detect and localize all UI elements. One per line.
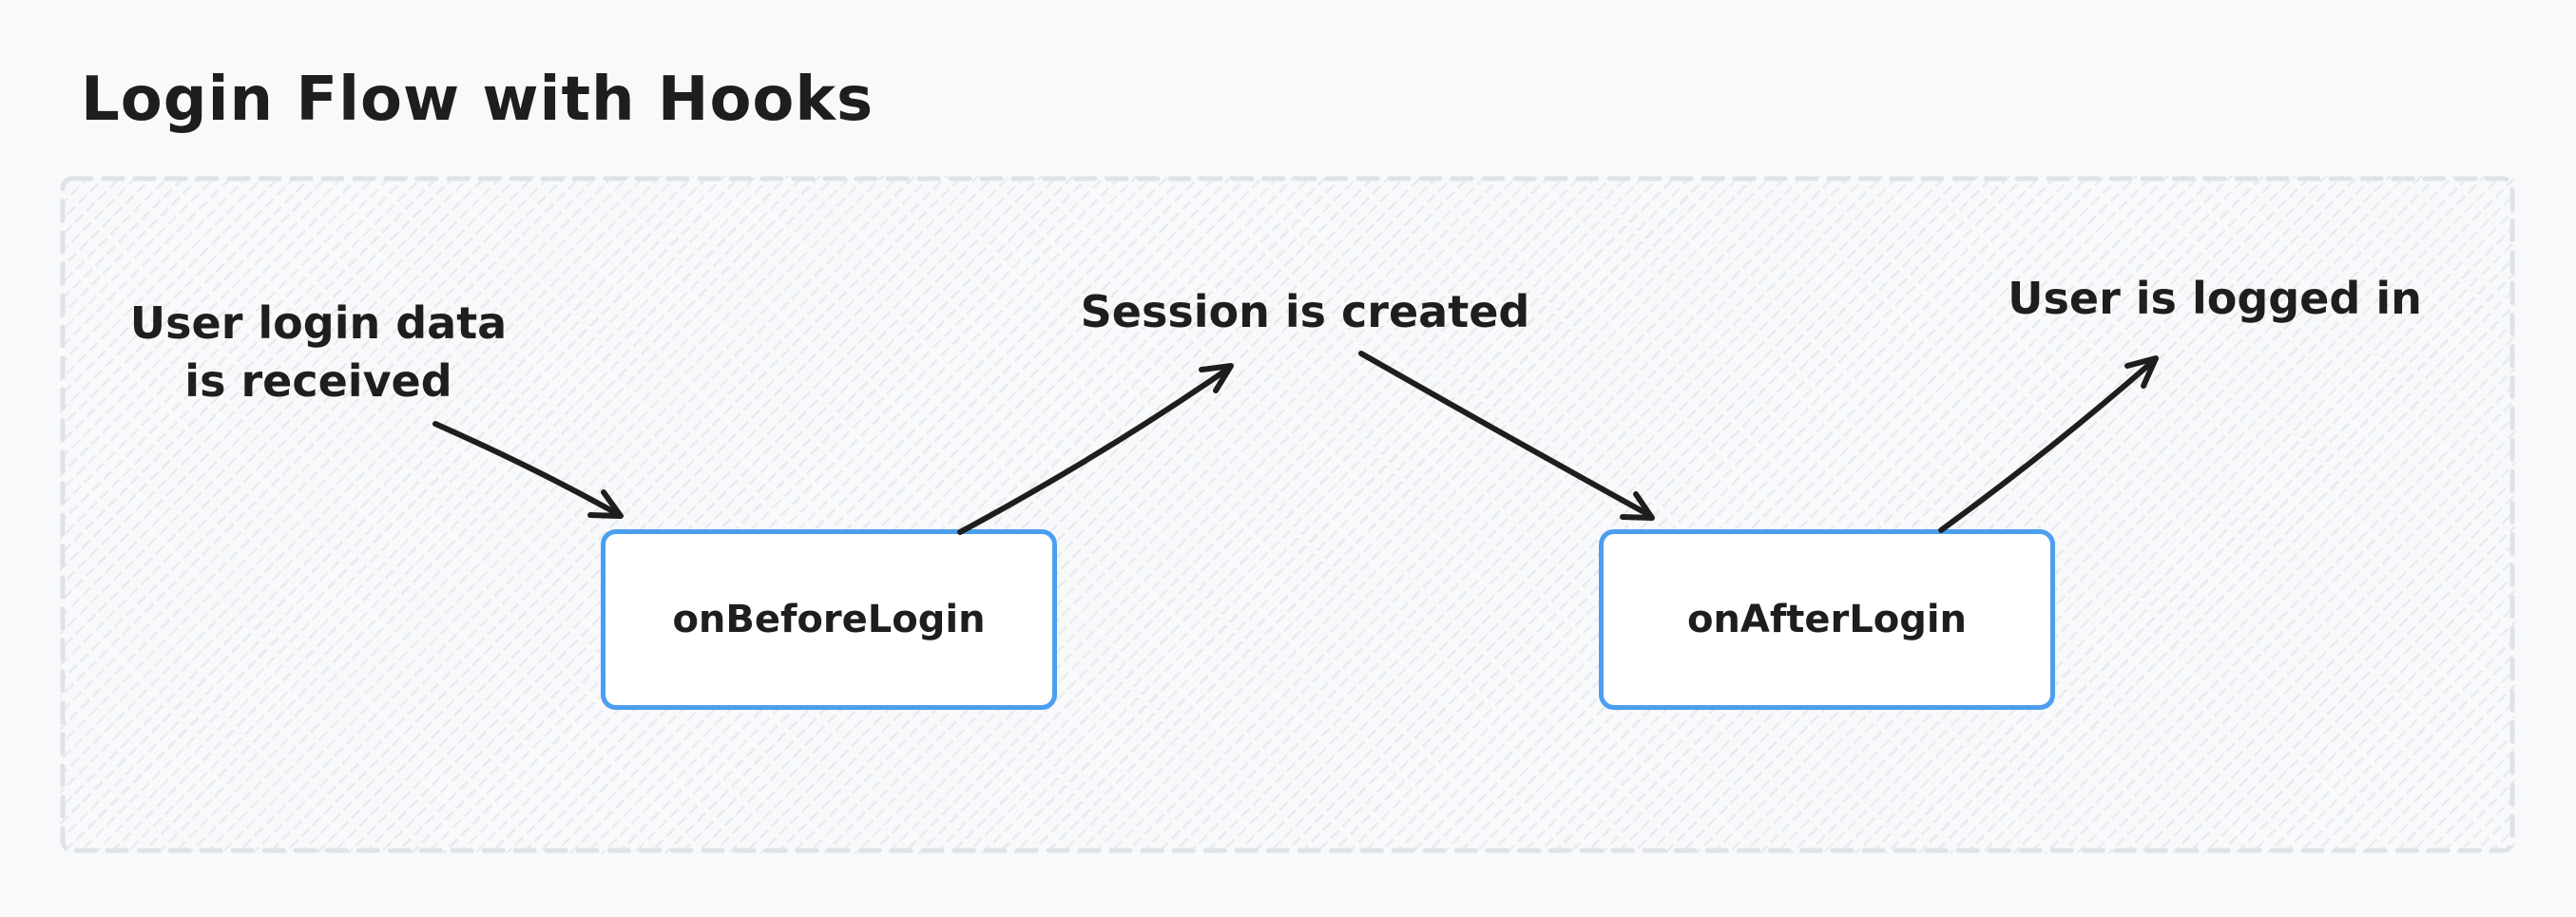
diagram-title: Login Flow with Hooks — [81, 65, 875, 135]
onAfterLogin-node-label: onAfterLogin — [1686, 598, 1968, 641]
onAfterLogin-node: onAfterLogin — [1599, 529, 2055, 710]
user-logged-in-label: User is logged in — [2008, 273, 2422, 324]
onBeforeLogin-node: onBeforeLogin — [601, 529, 1057, 710]
session-created-label: Session is created — [1080, 286, 1530, 337]
dashed-border — [60, 176, 2515, 853]
onBeforeLogin-node-label: onBeforeLogin — [672, 598, 986, 641]
user-login-data-label: User login data is received — [129, 297, 508, 408]
